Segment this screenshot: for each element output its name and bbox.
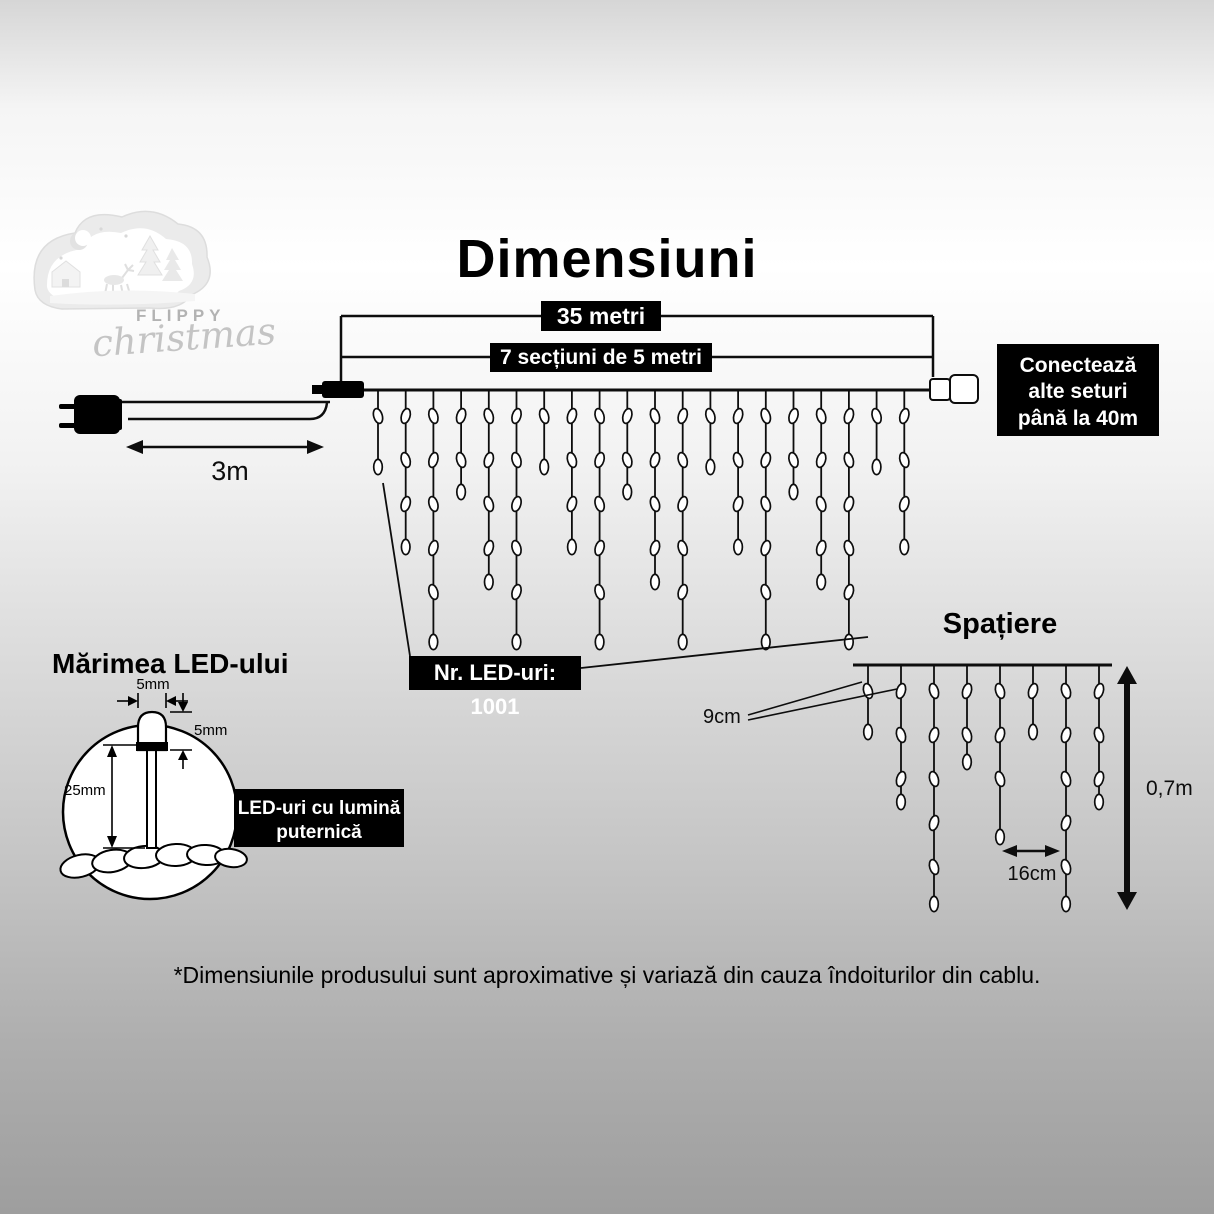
connector-right: [929, 374, 979, 404]
led-callout-box: LED-uri cu lumină puternică: [234, 789, 404, 847]
logo-art: [33, 210, 211, 310]
led-callout-line2: puternică: [276, 821, 362, 843]
page-title: Dimensiuni: [456, 229, 758, 289]
led-spacing-label: 16cm: [1007, 863, 1057, 885]
led-bulb-art: [136, 710, 168, 849]
spacing-07m-arrow: [1117, 666, 1137, 910]
led-callout-line1: LED-uri cu lumină: [237, 798, 401, 819]
connect-info-line2: alte seturi: [1028, 380, 1128, 404]
led-count-label: Nr. LED-uri: 1001: [409, 656, 581, 719]
spacing-curtain: [862, 665, 1105, 913]
footnote: *Dimensiunile produsului sunt aproximati…: [173, 962, 1041, 988]
dim-25mm-length: [103, 744, 146, 849]
twisted-wire: [59, 842, 248, 879]
house-icon: [51, 260, 81, 288]
tree-icon: [137, 234, 163, 276]
led-length-label: 25mm: [64, 782, 106, 799]
lead-length-label: 3m: [211, 456, 249, 486]
lead-arrow-3m: [126, 440, 324, 454]
total-length-label: 35 metri: [541, 301, 661, 331]
spacing-16cm-arrow: [1002, 845, 1060, 857]
main-curtain: [372, 390, 910, 651]
drop-length-label: 0,7m: [1146, 777, 1193, 800]
connect-info-box: Conectează alte seturi până la 40m: [997, 344, 1159, 436]
connect-info-line1: Conectează: [1019, 354, 1137, 377]
plug-icon: [59, 395, 122, 434]
connect-info-line3: până la 40m: [1017, 406, 1139, 430]
logo-brand-name: FLIPPY: [136, 306, 226, 325]
tree-icon: [162, 248, 183, 281]
led-cap-label: 5mm: [194, 722, 228, 739]
led-width-label: 5mm: [136, 676, 170, 693]
dim-5mm-width: [117, 693, 188, 708]
spacing-9cm-leaders: [747, 681, 898, 721]
sections-label: 7 secțiuni de 5 metri: [490, 343, 712, 372]
led-size-heading: Mărimea LED-ului: [52, 648, 289, 679]
lead-cable: [118, 400, 330, 421]
drop-spacing-label: 9cm: [703, 706, 741, 728]
led-count-leaders: [382, 482, 869, 669]
spacing-heading: Spațiere: [942, 608, 1058, 640]
connector-left: [312, 381, 364, 398]
dim-5mm-cap: [170, 693, 192, 769]
